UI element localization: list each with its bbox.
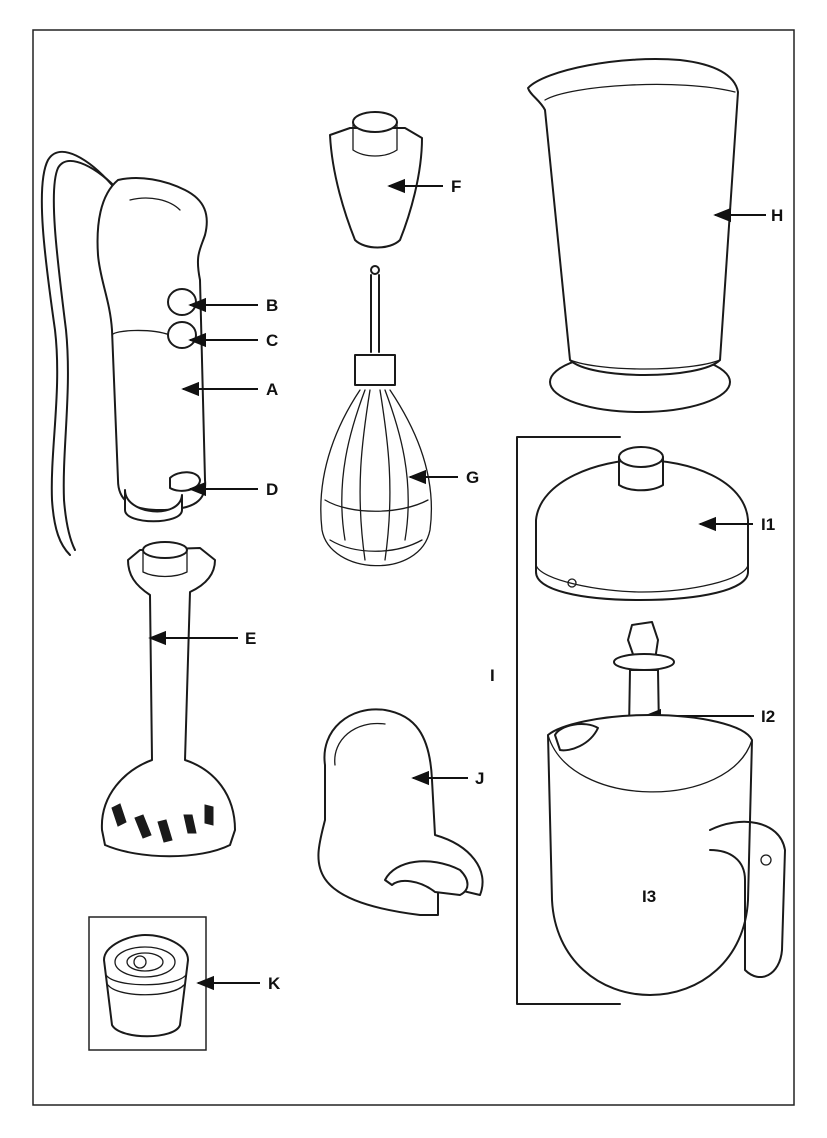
label-e: E [245, 629, 256, 648]
page-frame [32, 29, 795, 1106]
label-k: K [268, 974, 281, 993]
coupling-drawing [103, 934, 189, 1038]
label-a: A [266, 380, 278, 399]
label-i: I [490, 666, 495, 685]
motor-unit-drawing [40, 150, 208, 556]
blender-shaft-drawing [100, 541, 236, 858]
label-c: C [266, 331, 278, 350]
chopper-lid-drawing [535, 446, 749, 601]
chopper-bowl-drawing [547, 714, 786, 996]
label-i3: I3 [642, 887, 656, 906]
wall-bracket-drawing [317, 708, 484, 916]
chopper-group-bracket [516, 436, 621, 1005]
label-g: G [466, 468, 479, 487]
label-j: J [475, 769, 484, 788]
beaker-drawing [527, 58, 739, 413]
label-b: B [266, 296, 278, 315]
label-h: H [771, 206, 783, 225]
label-f: F [451, 177, 461, 196]
whisk-adapter-drawing [329, 111, 423, 249]
label-i2: I2 [761, 707, 775, 726]
whisk-drawing [320, 265, 432, 567]
label-i1: I1 [761, 515, 775, 534]
label-d: D [266, 480, 278, 499]
